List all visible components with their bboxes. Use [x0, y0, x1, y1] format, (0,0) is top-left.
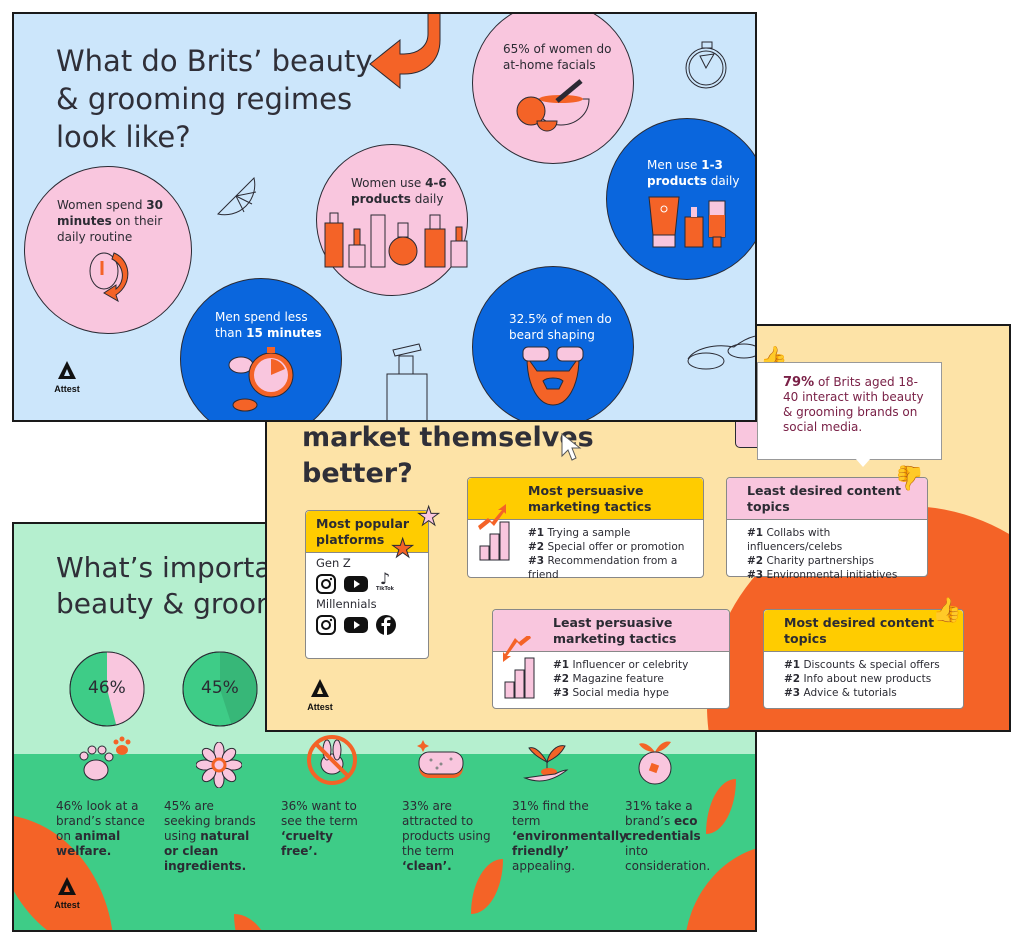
falling-chart-icon	[503, 636, 535, 699]
slide-beauty-regimes: What do Brits’ beauty & grooming regimes…	[12, 12, 757, 422]
list-item: #2 Info about new products	[784, 673, 932, 685]
stopwatch-hourglass-icon	[228, 347, 294, 412]
list-item: #1 Discounts & special offers	[784, 659, 940, 671]
attest-logo: Attest	[47, 360, 87, 394]
facebook-icon	[376, 615, 396, 635]
slide-title: market themselves better?	[302, 420, 594, 492]
list-item: #3 Recommendation from a friend	[528, 555, 678, 581]
star-icon: ★	[416, 502, 441, 533]
group-label-millennials: Millennials	[316, 597, 377, 611]
list-item: #2 Special offer or promotion	[528, 541, 685, 553]
list-item: #2 Charity partnerships	[747, 555, 874, 567]
slide-title: What do Brits’ beauty & grooming regimes…	[56, 44, 373, 154]
list-item: #3 Social media hype	[553, 687, 669, 699]
pie-slice-46	[107, 652, 145, 725]
globe-seedling-icon	[638, 741, 672, 785]
card-header: Least persuasive marketing tactics	[493, 610, 729, 652]
list-item: #1 Trying a sample	[528, 527, 631, 539]
title-line-1: What’s importar	[56, 551, 284, 584]
most-desired-card: Most desired content topics #1 Discounts…	[763, 596, 964, 709]
mens-products-icon	[648, 196, 726, 248]
clock-arrow-icon	[89, 252, 129, 303]
attest-logo-icon	[311, 679, 329, 697]
card-header: Most persuasive marketing tactics	[468, 478, 703, 520]
mouse-cursor-icon	[561, 432, 582, 461]
bowl-and-fruit-icon	[516, 79, 590, 132]
cruelty-free-bunny-icon	[307, 735, 357, 785]
attest-logo-icon	[58, 361, 76, 379]
logo-label: Attest	[54, 900, 80, 910]
pie-label-46: 46%	[88, 678, 126, 698]
title-line-1: market themselves	[302, 422, 594, 453]
lemon-slice-icon	[217, 177, 257, 216]
pie-slice-45	[220, 652, 257, 725]
attest-logo: Attest	[47, 876, 87, 910]
youtube-icon	[344, 576, 368, 592]
stat-circle-women-products: Women use 4-6 products daily	[316, 144, 468, 296]
rising-chart-icon	[478, 504, 510, 561]
platforms-card: Most popular platforms Gen Z ♪TikTok Mil…	[305, 510, 429, 659]
sunglasses-outline-icon	[687, 335, 755, 370]
card-header: Least desired content topics	[727, 478, 927, 520]
pie-label-45: 45%	[201, 678, 239, 698]
stat-animal-welfare: 46% look at a brand’s stance on animal w…	[56, 799, 145, 858]
callout-pointer	[855, 458, 871, 467]
youtube-icon	[344, 617, 368, 633]
thumbs-down-icon: 👍	[895, 464, 925, 492]
flower-icon	[196, 742, 242, 788]
cosmetic-bottles-icon	[324, 212, 468, 268]
paw-print-icon	[79, 736, 131, 781]
list-item: #1 Collabs with influencers/celebs	[747, 527, 843, 553]
slide-title: What’s importar beauty & groom	[56, 550, 283, 622]
stat-eco-credentials: 31% take a brand’s eco credentials into …	[625, 799, 711, 873]
stopwatch-outline-icon	[685, 41, 727, 89]
stat-environmentally-friendly: 31% find the term ‘environmentally frien…	[512, 799, 627, 873]
pie-chart-45	[182, 651, 258, 727]
title-line-2: better?	[302, 458, 413, 489]
instagram-icon	[316, 574, 336, 594]
least-desired-card: Least desired content topics #1 Collabs …	[726, 464, 928, 581]
card-header: Most desired content topics	[764, 610, 963, 652]
stat-clean: 33% are attracted to products using the …	[402, 799, 491, 873]
logo-label: Attest	[54, 384, 80, 394]
attest-logo-icon	[58, 877, 76, 895]
group-label-genz: Gen Z	[316, 556, 351, 570]
card-header: Most popular platforms	[306, 511, 428, 553]
tiktok-icon: ♪TikTok	[376, 569, 394, 593]
least-persuasive-card: Least persuasive marketing tactics #1 In…	[492, 609, 730, 709]
title-line-2: beauty & groom	[56, 587, 284, 620]
stat-circle-men-time: Men spend less than 15 minutes	[180, 278, 342, 420]
attest-logo: Attest	[300, 678, 340, 712]
stat-circle-men-products: Men use 1-3 products daily	[606, 118, 755, 280]
decorative-leaf	[234, 914, 274, 930]
stat-circle-women-time: Women spend 30 minutes on their daily ro…	[24, 166, 192, 334]
pump-bottle-outline-icon	[386, 343, 428, 420]
list-item: #1 Influencer or celebrity	[553, 659, 689, 671]
most-persuasive-card: Most persuasive marketing tactics #1 Try…	[467, 477, 704, 581]
stat-natural-ingredients: 45% are seeking brands using natural or …	[164, 799, 256, 873]
logo-label: Attest	[307, 702, 333, 712]
thumbs-up-icon: 👍	[932, 596, 962, 624]
sponge-icon	[417, 740, 464, 778]
stat-circle-facials: 65% of women do at-home facials	[472, 14, 634, 164]
list-item: #3 Environmental initiatives	[747, 569, 898, 581]
instagram-icon	[316, 615, 336, 635]
pie-chart-46	[69, 651, 145, 727]
stat-circle-beard: 32.5% of men do beard shaping	[472, 266, 634, 420]
star-icon: ★	[390, 534, 415, 565]
social-media-callout: 79% of Brits aged 18-40 interact with be…	[757, 362, 942, 460]
list-item: #3 Advice & tutorials	[784, 687, 897, 699]
stat-cruelty-free: 36% want to see the term ‘cruelty free’.	[281, 799, 358, 858]
list-item: #2 Magazine feature	[553, 673, 664, 685]
hand-with-seedling-icon	[523, 745, 569, 782]
curved-arrow-icon	[369, 14, 441, 90]
bearded-face-icon	[522, 346, 584, 406]
